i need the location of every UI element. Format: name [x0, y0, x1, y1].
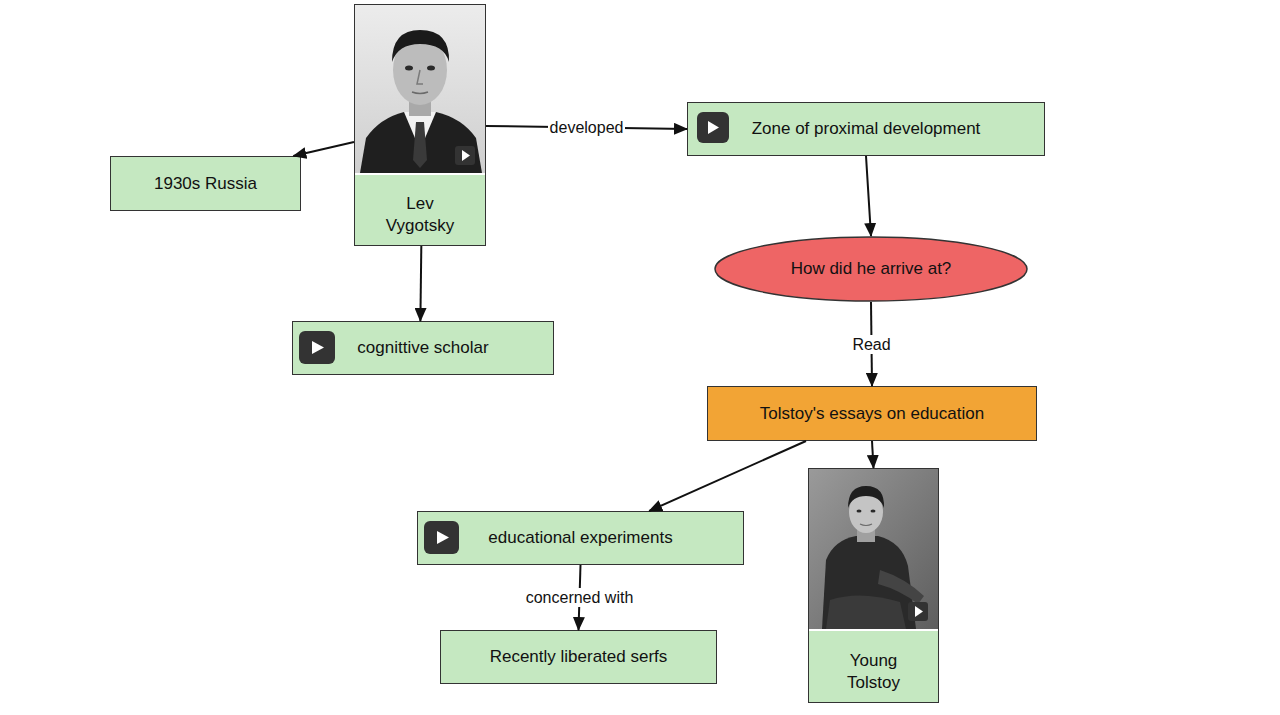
person-card: Lev Vygotsky — [354, 4, 486, 246]
concept-box: Zone of proximal development — [687, 102, 1045, 156]
source-box: Tolstoy's essays on education — [707, 386, 1037, 441]
arrow-connector — [872, 441, 874, 468]
node-text: educational experiments — [488, 527, 672, 549]
question-ellipse: How did he arrive at? — [714, 236, 1028, 302]
node-text: Young Tolstoy — [829, 650, 919, 694]
role-box: cognittive scholar — [292, 321, 554, 375]
edge-label: concerned with — [524, 588, 636, 607]
context-box: 1930s Russia — [110, 156, 301, 211]
person-card: Young Tolstoy — [808, 468, 939, 703]
arrow-connector — [419, 246, 422, 321]
arrow-connector — [866, 156, 871, 236]
node-text: cognittive scholar — [357, 337, 488, 359]
node-text: Lev Vygotsky — [375, 193, 465, 237]
concept-box: educational experiments — [417, 511, 744, 565]
topic-box: Recently liberated serfs — [440, 630, 717, 684]
node-text: Zone of proximal development — [752, 118, 981, 140]
edge-label: Read — [850, 335, 892, 354]
node-text: How did he arrive at? — [791, 258, 952, 280]
edge-label: developed — [548, 118, 626, 137]
arrow-connector — [293, 142, 354, 156]
node-text: 1930s Russia — [154, 173, 257, 195]
node-text: Tolstoy's essays on education — [760, 403, 984, 425]
node-text: Recently liberated serfs — [490, 646, 668, 668]
arrow-connector — [649, 441, 806, 511]
